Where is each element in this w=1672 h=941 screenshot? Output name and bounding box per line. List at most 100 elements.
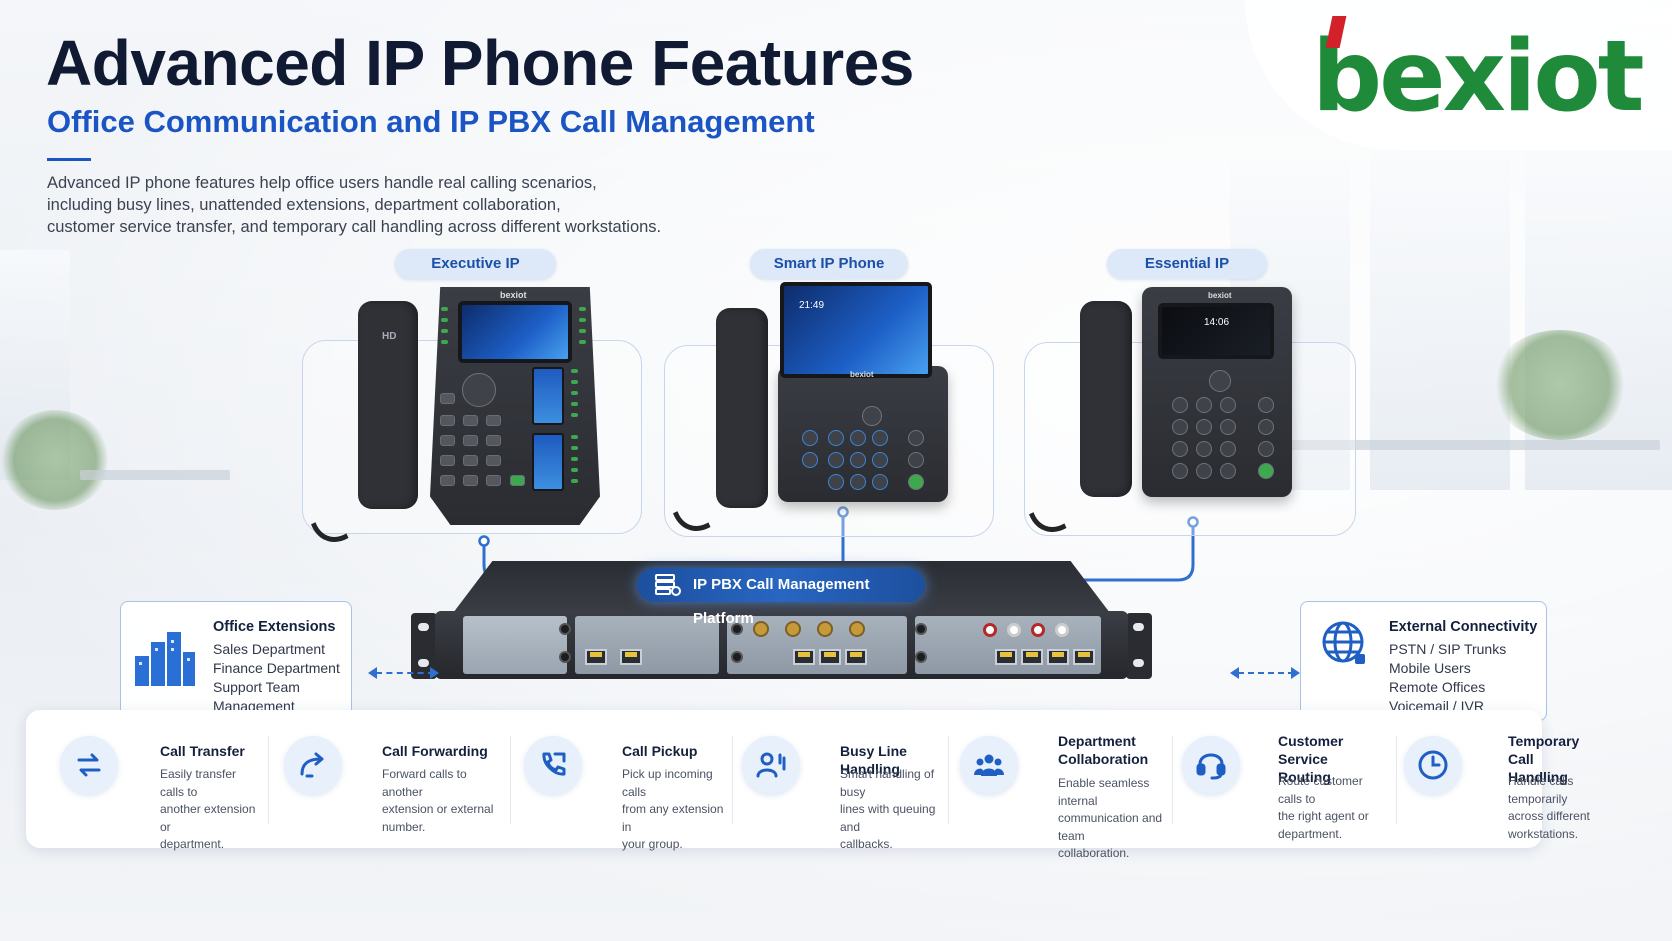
smart-phone-label: Smart IP Phone — [750, 249, 908, 279]
buildings-icon — [135, 632, 195, 686]
feature-title-line: Temporary Call — [1508, 733, 1580, 767]
globe-icon — [1322, 621, 1365, 664]
right-link-arrow — [1238, 672, 1294, 674]
left-link-arrow — [376, 672, 434, 674]
feature-desc-line: across different — [1508, 809, 1590, 823]
feature-call-transfer: Call Transfer Easily transfer calls to a… — [60, 710, 260, 851]
feature-title: Department Collaboration — [1058, 732, 1148, 768]
feature-desc: Handle calls temporarily across differen… — [1508, 773, 1604, 843]
handset — [358, 301, 418, 509]
feature-desc: Pick up incoming calls from any extensio… — [622, 766, 724, 854]
expansion-screen — [532, 433, 564, 491]
intro-line: customer service transfer, and temporary… — [47, 218, 662, 236]
feature-title: Temporary Call Handling — [1508, 732, 1604, 786]
server-icon — [655, 574, 681, 596]
feature-call-forwarding: Call Forwarding Forward calls to another… — [284, 710, 494, 848]
nav-key — [1209, 370, 1231, 392]
card-item: Remote Offices — [1389, 679, 1486, 695]
feature-title-line: Customer Service — [1278, 733, 1344, 767]
essential-ip-phone: bexiot 14:06 — [1016, 283, 1314, 543]
feature-desc-line: Handle calls temporarily — [1508, 774, 1574, 806]
page-subtitle: Office Communication and IP PBX Call Man… — [47, 104, 815, 139]
phone-screen — [1158, 303, 1274, 359]
phone-brand: bexiot — [1208, 291, 1232, 300]
feature-desc-line: Forward calls to another — [382, 767, 467, 799]
feature-call-pickup: Call Pickup Pick up incoming calls from … — [524, 710, 724, 851]
brand-logo: bexiot — [1312, 20, 1645, 134]
nav-pad — [462, 373, 496, 407]
card-item: PSTN / SIP Trunks — [1389, 641, 1507, 657]
card-item: Mobile Users — [1389, 660, 1471, 676]
transfer-icon — [77, 753, 101, 777]
feature-desc-line: Pick up incoming calls — [622, 767, 713, 799]
feature-desc-line: your group. — [622, 837, 683, 851]
feature-desc-line: callbacks. — [840, 837, 893, 851]
ip-pbx-unit: IP PBX Call Management Platform — [411, 561, 1152, 681]
executive-phone-label: Executive IP Phone — [395, 249, 556, 302]
handset — [716, 308, 768, 508]
page-title: Advanced IP Phone Features — [46, 27, 914, 99]
expansion-screen — [532, 367, 564, 425]
phone-screen — [780, 282, 932, 378]
feature-title-line: Collaboration — [1058, 751, 1149, 767]
feature-title: Busy Line Handling — [840, 743, 907, 777]
feature-desc: Easily transfer calls to another extensi… — [160, 766, 260, 854]
card-item: Support Team — [213, 679, 300, 695]
feature-desc-line: lines with queuing and — [840, 802, 936, 834]
feature-desc-line: Enable seamless internal — [1058, 776, 1150, 808]
logo-backdrop — [1245, 0, 1672, 150]
phone-brand: bexiot — [850, 370, 874, 379]
feature-temporary-call-handling: Temporary Call Handling Handle calls tem… — [1404, 710, 1604, 848]
feature-busy-line-handling: Busy Line Handling Smart handling of bus… — [742, 710, 942, 851]
intro-line: Advanced IP phone features help office u… — [47, 174, 597, 192]
feature-title: Customer Service Routing — [1278, 732, 1382, 786]
phone-pickup-icon — [542, 752, 566, 776]
external-connectivity-card: External Connectivity PSTN / SIP Trunks … — [1300, 601, 1547, 721]
feature-desc-line: from any extension in — [622, 802, 724, 834]
feature-title: Call Transfer — [160, 743, 245, 759]
headset-icon — [1196, 753, 1226, 780]
rack-ear — [1126, 613, 1152, 679]
intro-paragraph: Advanced IP phone features help office u… — [47, 172, 747, 238]
phone-screen — [458, 301, 572, 363]
feature-desc-line: Easily transfer calls to — [160, 767, 237, 799]
pbx-front-panel — [435, 611, 1128, 679]
smart-ip-phone: 21:49 bexiot — [660, 280, 954, 540]
feature-desc-line: number. — [382, 819, 426, 834]
feature-title: Call Forwarding — [382, 743, 488, 759]
feature-desc: Smart handling of busy lines with queuin… — [840, 766, 942, 854]
essential-phone-label: Essential IP Phone — [1107, 249, 1267, 302]
feature-department-collaboration: Department Collaboration Enable seamless… — [960, 710, 1180, 860]
phone-clock: 21:49 — [799, 300, 825, 311]
executive-ip-phone: HD bexiot — [298, 285, 610, 555]
pbx-platform-label: IP PBX Call Management Platform — [637, 568, 925, 627]
feature-title-line: Routing — [1278, 769, 1331, 785]
hd-badge: HD — [382, 331, 397, 342]
card-title: External Connectivity — [1389, 619, 1538, 635]
feature-title-line: Handling — [1508, 769, 1568, 785]
nav-key — [862, 406, 882, 426]
feature-title: Call Pickup — [622, 743, 698, 759]
feature-desc-line: workstations. — [1508, 826, 1579, 841]
handset — [1080, 301, 1132, 497]
feature-desc-line: communication and team — [1058, 811, 1163, 843]
feature-desc-line: another extension or — [160, 802, 256, 834]
busy-user-icon — [756, 752, 786, 778]
feature-desc-line: Smart handling of busy — [840, 767, 935, 799]
card-title: Office Extensions — [213, 619, 336, 635]
phone-clock: 14:06 — [1204, 317, 1230, 328]
feature-desc: Route customer calls to the right agent … — [1278, 773, 1382, 843]
card-item: Sales Department — [213, 641, 326, 657]
team-icon — [974, 754, 1004, 776]
phone-brand: bexiot — [500, 290, 527, 300]
forward-icon — [300, 752, 324, 778]
card-item: Finance Department — [213, 660, 340, 676]
office-extensions-card: Office Extensions Sales Department Finan… — [120, 601, 352, 721]
feature-desc-line: the right agent or — [1278, 809, 1369, 823]
feature-desc-line: Route customer calls to — [1278, 774, 1363, 806]
feature-desc-line: extension or external — [382, 802, 494, 816]
title-divider — [47, 158, 91, 161]
feature-strip: Call Transfer Easily transfer calls to a… — [26, 710, 1590, 860]
feature-desc-line: department. — [160, 837, 225, 851]
feature-customer-service-routing: Customer Service Routing Route customer … — [1182, 710, 1382, 848]
